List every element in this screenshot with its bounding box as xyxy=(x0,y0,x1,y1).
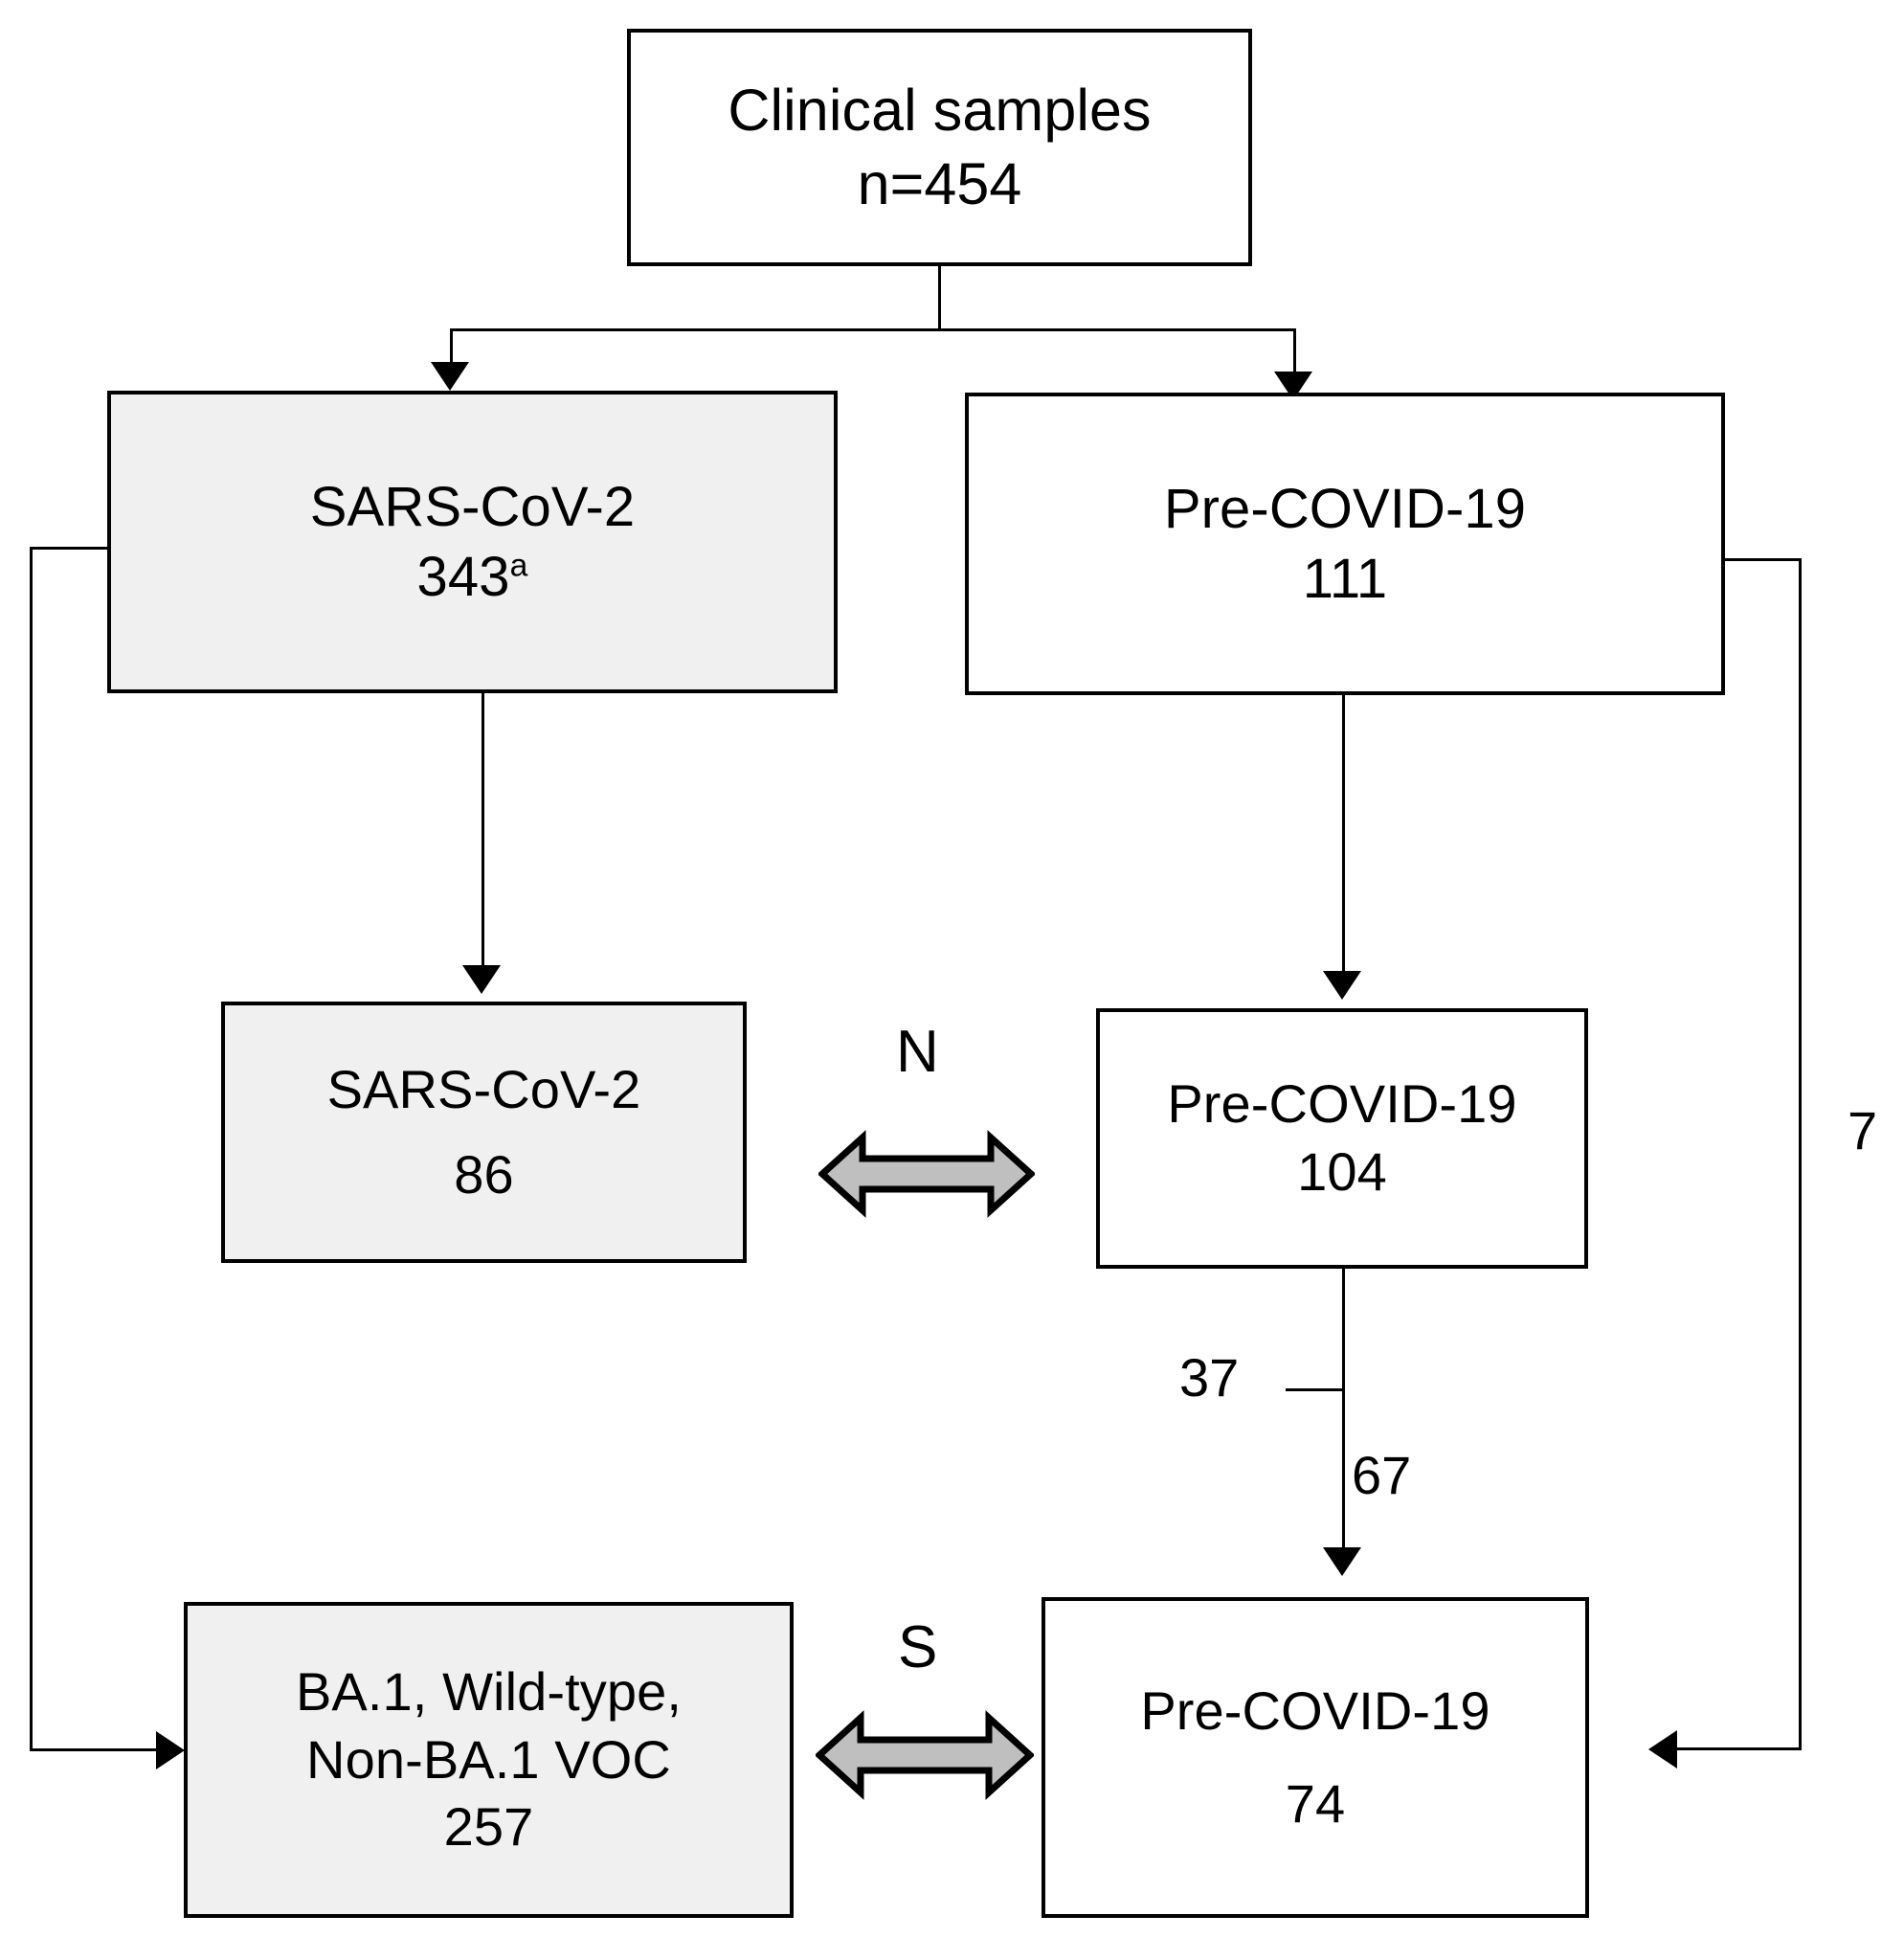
pre-covid-n-count: 104 xyxy=(1297,1141,1387,1202)
edge-pre-covid-n-to-s xyxy=(1342,1269,1345,1551)
edge-label-67: 67 xyxy=(1352,1445,1412,1505)
comparison-label-s: S xyxy=(898,1614,938,1680)
edge-sars-cov2-top-to-n xyxy=(482,693,484,969)
node-pre-covid-s: Pre-COVID-19 74 xyxy=(1042,1597,1589,1918)
arrowhead-to-sars-cov2-n xyxy=(462,965,501,994)
node-pre-covid-n: Pre-COVID-19 104 xyxy=(1096,1008,1588,1269)
variants-s-line2: Non-BA.1 VOC xyxy=(306,1728,671,1790)
pre-covid-s-count: 74 xyxy=(1285,1772,1346,1834)
node-sars-cov2-top: SARS-CoV-2 343a xyxy=(107,391,838,693)
arrowhead-to-pre-covid-s xyxy=(1323,1547,1361,1576)
pre-covid-top-count: 111 xyxy=(1302,548,1388,610)
edge-tick-37 xyxy=(1286,1388,1343,1391)
edge-split-right-drop xyxy=(1293,328,1296,374)
pre-covid-s-label: Pre-COVID-19 xyxy=(1140,1679,1490,1741)
n-comparison-bidirectional-arrow xyxy=(818,1130,1035,1218)
edge-left-bypass-bottom xyxy=(30,1748,159,1751)
arrowhead-to-sars-cov2-top xyxy=(431,362,469,391)
arrowhead-right-bypass-to-pre-covid-s xyxy=(1648,1730,1677,1769)
edge-pre-covid-top-to-n xyxy=(1342,695,1345,975)
node-clinical-samples: Clinical samples n=454 xyxy=(627,29,1252,266)
edge-right-bypass-bottom xyxy=(1676,1747,1802,1750)
sars-cov2-top-label: SARS-CoV-2 xyxy=(309,475,636,538)
variants-s-line1: BA.1, Wild-type, xyxy=(295,1661,683,1723)
s-comparison-bidirectional-arrow xyxy=(816,1710,1034,1800)
sars-cov2-top-footnote-marker: a xyxy=(509,548,528,584)
edge-left-bypass-vertical xyxy=(30,547,33,1751)
clinical-samples-label: Clinical samples xyxy=(728,78,1152,144)
edge-label-37: 37 xyxy=(1179,1347,1240,1408)
edge-trunk-vertical xyxy=(938,266,941,331)
sars-cov2-n-label: SARS-CoV-2 xyxy=(326,1058,641,1119)
arrowhead-to-pre-covid-n xyxy=(1323,971,1361,1000)
edge-split-left-drop xyxy=(450,328,453,367)
clinical-samples-count: n=454 xyxy=(857,151,1022,216)
pre-covid-top-label: Pre-COVID-19 xyxy=(1163,477,1527,540)
comparison-label-n: N xyxy=(896,1019,939,1085)
edge-left-bypass-top xyxy=(30,547,110,550)
edge-split-horizontal xyxy=(450,328,1296,331)
sars-cov2-top-count: 343a xyxy=(416,546,528,608)
sars-cov2-n-count: 86 xyxy=(454,1143,514,1205)
node-pre-covid-top: Pre-COVID-19 111 xyxy=(965,393,1725,695)
edge-right-bypass-vertical xyxy=(1799,558,1802,1750)
edge-right-bypass-top xyxy=(1723,558,1802,561)
variants-s-count: 257 xyxy=(443,1796,534,1858)
node-variants-s: BA.1, Wild-type, Non-BA.1 VOC 257 xyxy=(184,1602,794,1918)
edge-label-7: 7 xyxy=(1848,1100,1878,1161)
arrowhead-left-bypass-to-variants xyxy=(156,1731,185,1769)
pre-covid-n-label: Pre-COVID-19 xyxy=(1167,1073,1517,1135)
node-sars-cov2-n: SARS-CoV-2 86 xyxy=(221,1002,747,1263)
